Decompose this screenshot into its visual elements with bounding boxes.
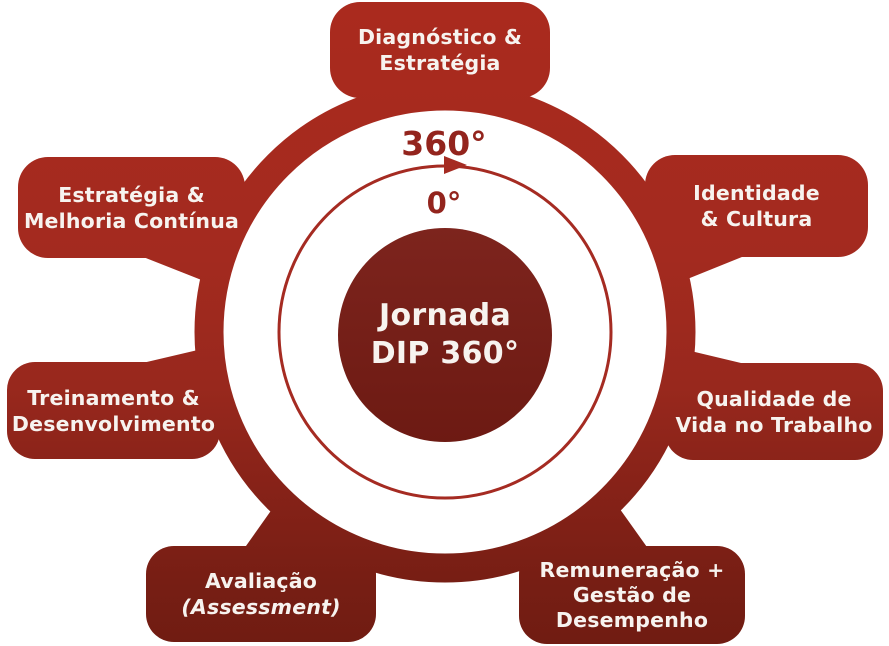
node-box-treinamento: [7, 362, 220, 459]
node-box-qualidade: [665, 363, 883, 460]
node-box-estrategia: [18, 157, 245, 258]
node-box-identidade: [645, 155, 868, 257]
node-box-remuneracao: [519, 546, 745, 644]
node-box-avaliacao: [146, 546, 376, 642]
center-circle: [338, 228, 552, 442]
node-box-diagnostico: [330, 2, 550, 98]
clockwise-arrow-icon: [444, 156, 467, 174]
